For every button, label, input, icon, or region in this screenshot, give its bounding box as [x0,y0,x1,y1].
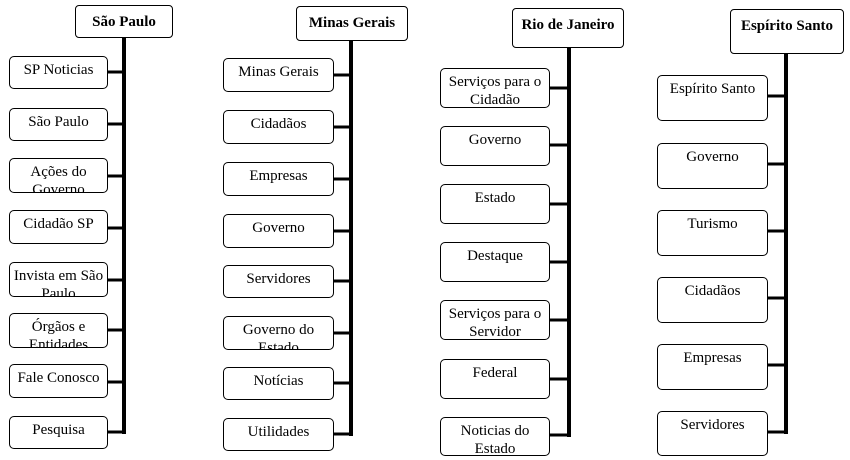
node-cidadaos: Cidadãos [223,110,334,144]
node-minas-gerais: Minas Gerais [223,58,334,92]
node-sao-paulo: São Paulo [9,108,108,141]
node-destaque: Destaque [440,242,550,282]
header-espirito-santo: Espírito Santo [730,9,844,54]
node-servidores: Servidores [657,411,768,456]
node-federal: Federal [440,359,550,399]
node-noticias: Notícias [223,367,334,400]
header-minas-gerais: Minas Gerais [296,6,408,41]
node-utilidades: Utilidades [223,418,334,451]
node-governo: Governo [223,214,334,248]
node-cidadao-sp: Cidadão SP [9,210,108,244]
node-servicos-para-o-servidor: Serviços para o Servidor [440,300,550,340]
node-governo-do-estado: Governo do Estado [223,316,334,350]
node-turismo: Turismo [657,210,768,256]
node-fale-conosco: Fale Conosco [9,364,108,398]
node-empresas: Empresas [657,344,768,390]
node-sp-noticias: SP Noticias [9,56,108,89]
node-servicos-para-o-cidadao: Serviços para o Cidadão [440,68,550,108]
node-invista-em-sao-paulo: Invista em São Paulo [9,262,108,297]
node-servidores: Servidores [223,265,334,298]
node-empresas: Empresas [223,162,334,196]
header-rio-de-janeiro: Rio de Janeiro [512,8,624,48]
node-estado: Estado [440,184,550,224]
header-sao-paulo: São Paulo [75,5,173,38]
node-espirito-santo: Espírito Santo [657,75,768,121]
node-pesquisa: Pesquisa [9,416,108,449]
node-cidadaos: Cidadãos [657,277,768,323]
node-acoes-do-governo: Ações do Governo [9,158,108,193]
node-noticias-do-estado: Noticias do Estado [440,417,550,456]
node-orgaos-e-entidades: Órgãos e Entidades [9,313,108,348]
node-governo: Governo [657,143,768,189]
node-governo: Governo [440,126,550,166]
